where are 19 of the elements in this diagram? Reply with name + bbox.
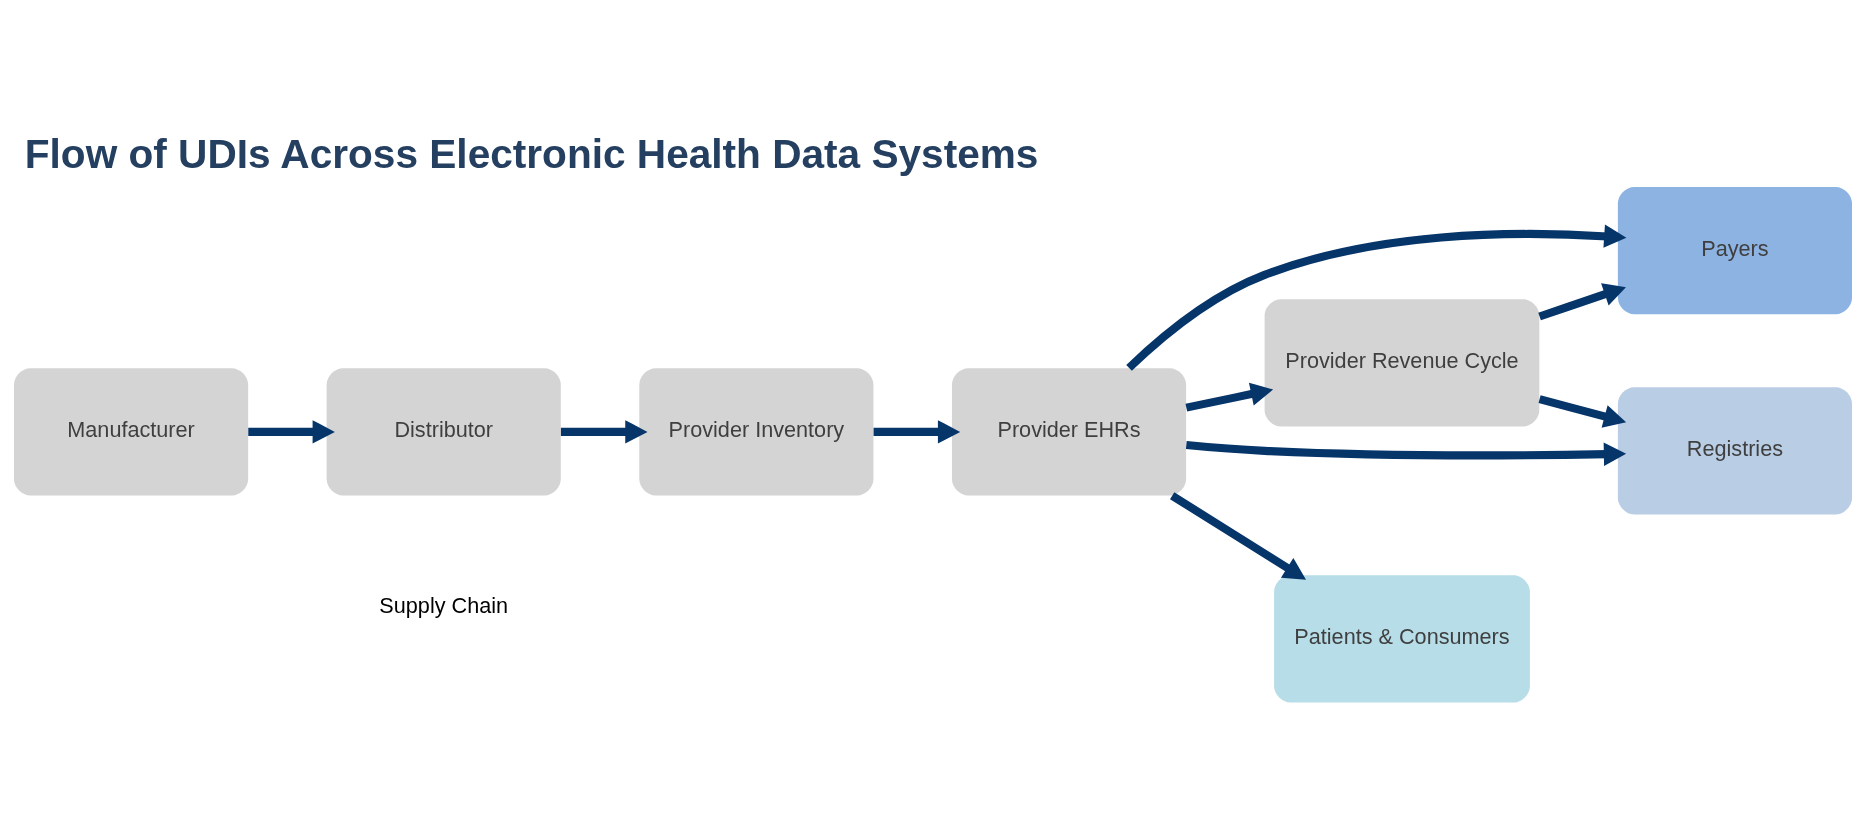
node-box: Distributor	[326, 367, 561, 495]
arrow	[1538, 394, 1627, 428]
arrow	[1185, 382, 1274, 412]
node-box: Manufacturer	[14, 367, 249, 495]
arrow	[560, 419, 648, 444]
node-box: Provider Inventory	[639, 367, 874, 495]
arrow	[1185, 440, 1627, 466]
node-box: Registries	[1617, 386, 1852, 514]
arrow	[248, 419, 335, 444]
arrow	[1538, 282, 1626, 320]
node-box: Patients & Consumers	[1274, 574, 1530, 703]
diagram-title: Flow of UDIs Across Electronic Health Data Systems	[24, 130, 1039, 177]
node-box: Payers	[1617, 186, 1852, 314]
node-box: Provider EHRs	[951, 367, 1187, 495]
arrow	[873, 419, 961, 444]
arrow	[1126, 224, 1627, 371]
arrow	[1170, 491, 1307, 580]
label: Supply Chain	[379, 592, 509, 618]
node-box: Provider Revenue Cycle	[1264, 298, 1540, 426]
